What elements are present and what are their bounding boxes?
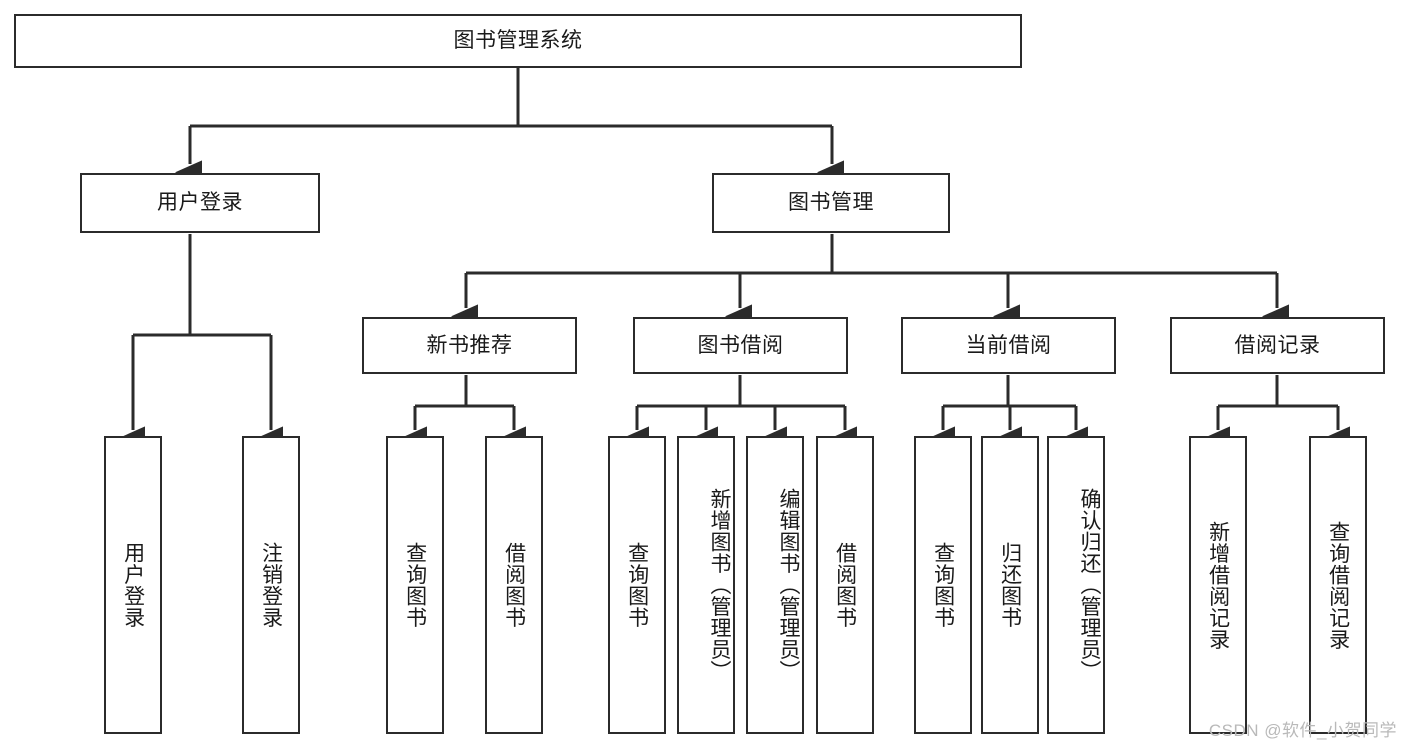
node-leaf-logout[interactable]: 注销登录 [242,436,300,734]
node-borrow-records[interactable]: 借阅记录 [1170,317,1385,374]
node-label: 借阅记录 [1234,333,1321,357]
node-label: 图书管理系统 [453,29,583,53]
node-label: 编辑图书（管理员） [777,488,800,682]
node-label: 用户登录 [121,542,145,628]
node-book-borrow[interactable]: 图书借阅 [633,317,848,374]
node-label: 查询借阅记录 [1326,520,1350,650]
node-label: 借阅图书 [833,542,857,628]
node-leaf-query-borrow-record[interactable]: 查询借阅记录 [1309,436,1367,734]
node-leaf-return-book[interactable]: 归还图书 [981,436,1039,734]
node-label: 图书借阅 [697,333,784,357]
node-label: 归还图书 [998,542,1022,628]
node-label: 查询图书 [403,542,427,628]
node-label: 借阅图书 [502,542,526,628]
watermark-text: CSDN @软件_小贺同学 [1208,721,1397,740]
node-leaf-query-book-borrow[interactable]: 查询图书 [608,436,666,734]
node-leaf-user-login[interactable]: 用户登录 [104,436,162,734]
node-label: 确认归还（管理员） [1078,488,1101,682]
node-current-borrow[interactable]: 当前借阅 [901,317,1116,374]
node-leaf-query-book-current[interactable]: 查询图书 [914,436,972,734]
node-leaf-confirm-return-admin[interactable]: 确认归还（管理员） [1047,436,1105,734]
node-label: 用户登录 [157,191,243,215]
node-leaf-add-book-admin[interactable]: 新增图书（管理员） [677,436,735,734]
node-label: 查询图书 [625,542,649,628]
node-label: 新增图书（管理员） [708,488,731,682]
node-leaf-borrow-book[interactable]: 借阅图书 [816,436,874,734]
node-leaf-add-borrow-record[interactable]: 新增借阅记录 [1189,436,1247,734]
node-label: 注销登录 [259,542,283,628]
node-leaf-borrow-book-recommend[interactable]: 借阅图书 [485,436,543,734]
node-root-book-management-system[interactable]: 图书管理系统 [14,14,1022,68]
node-label: 图书管理 [788,191,874,215]
node-user-login[interactable]: 用户登录 [80,173,320,233]
node-label: 当前借阅 [965,333,1052,357]
node-label: 新书推荐 [426,333,513,357]
node-label: 新增借阅记录 [1206,520,1230,650]
node-leaf-query-book-recommend[interactable]: 查询图书 [386,436,444,734]
node-leaf-edit-book-admin[interactable]: 编辑图书（管理员） [746,436,804,734]
node-book-management[interactable]: 图书管理 [712,173,950,233]
node-new-book-recommend[interactable]: 新书推荐 [362,317,577,374]
node-label: 查询图书 [931,542,955,628]
